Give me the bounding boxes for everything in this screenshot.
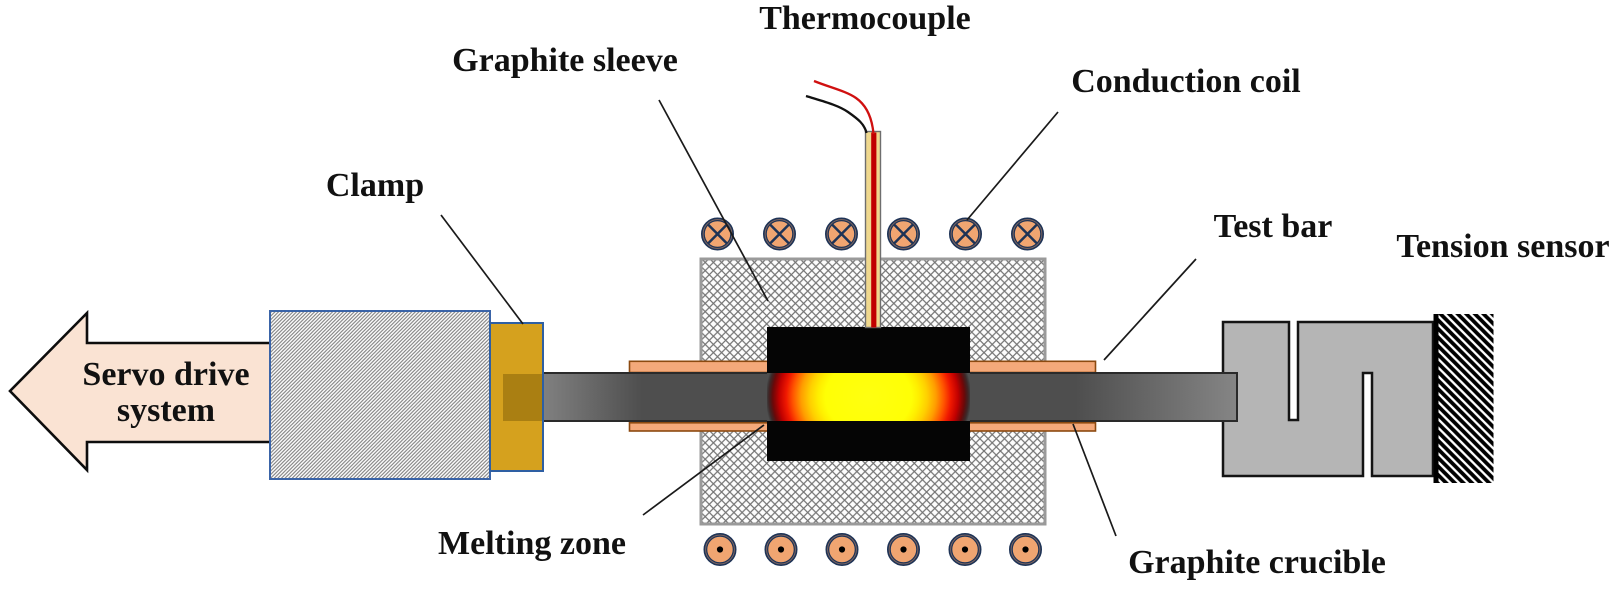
svg-text:Melting zone: Melting zone	[438, 525, 626, 562]
svg-text:Tension sensor: Tension sensor	[1396, 228, 1609, 265]
svg-text:Graphite crucible: Graphite crucible	[1128, 544, 1386, 581]
svg-text:Clamp: Clamp	[326, 167, 424, 204]
svg-text:Thermocouple: Thermocouple	[759, 0, 971, 37]
svg-text:Graphite sleeve: Graphite sleeve	[452, 42, 678, 79]
svg-text:Conduction coil: Conduction coil	[1071, 63, 1301, 100]
svg-text:Test bar: Test bar	[1214, 208, 1333, 245]
svg-text:Servo drive: Servo drive	[82, 356, 249, 393]
svg-text:system: system	[117, 392, 215, 429]
